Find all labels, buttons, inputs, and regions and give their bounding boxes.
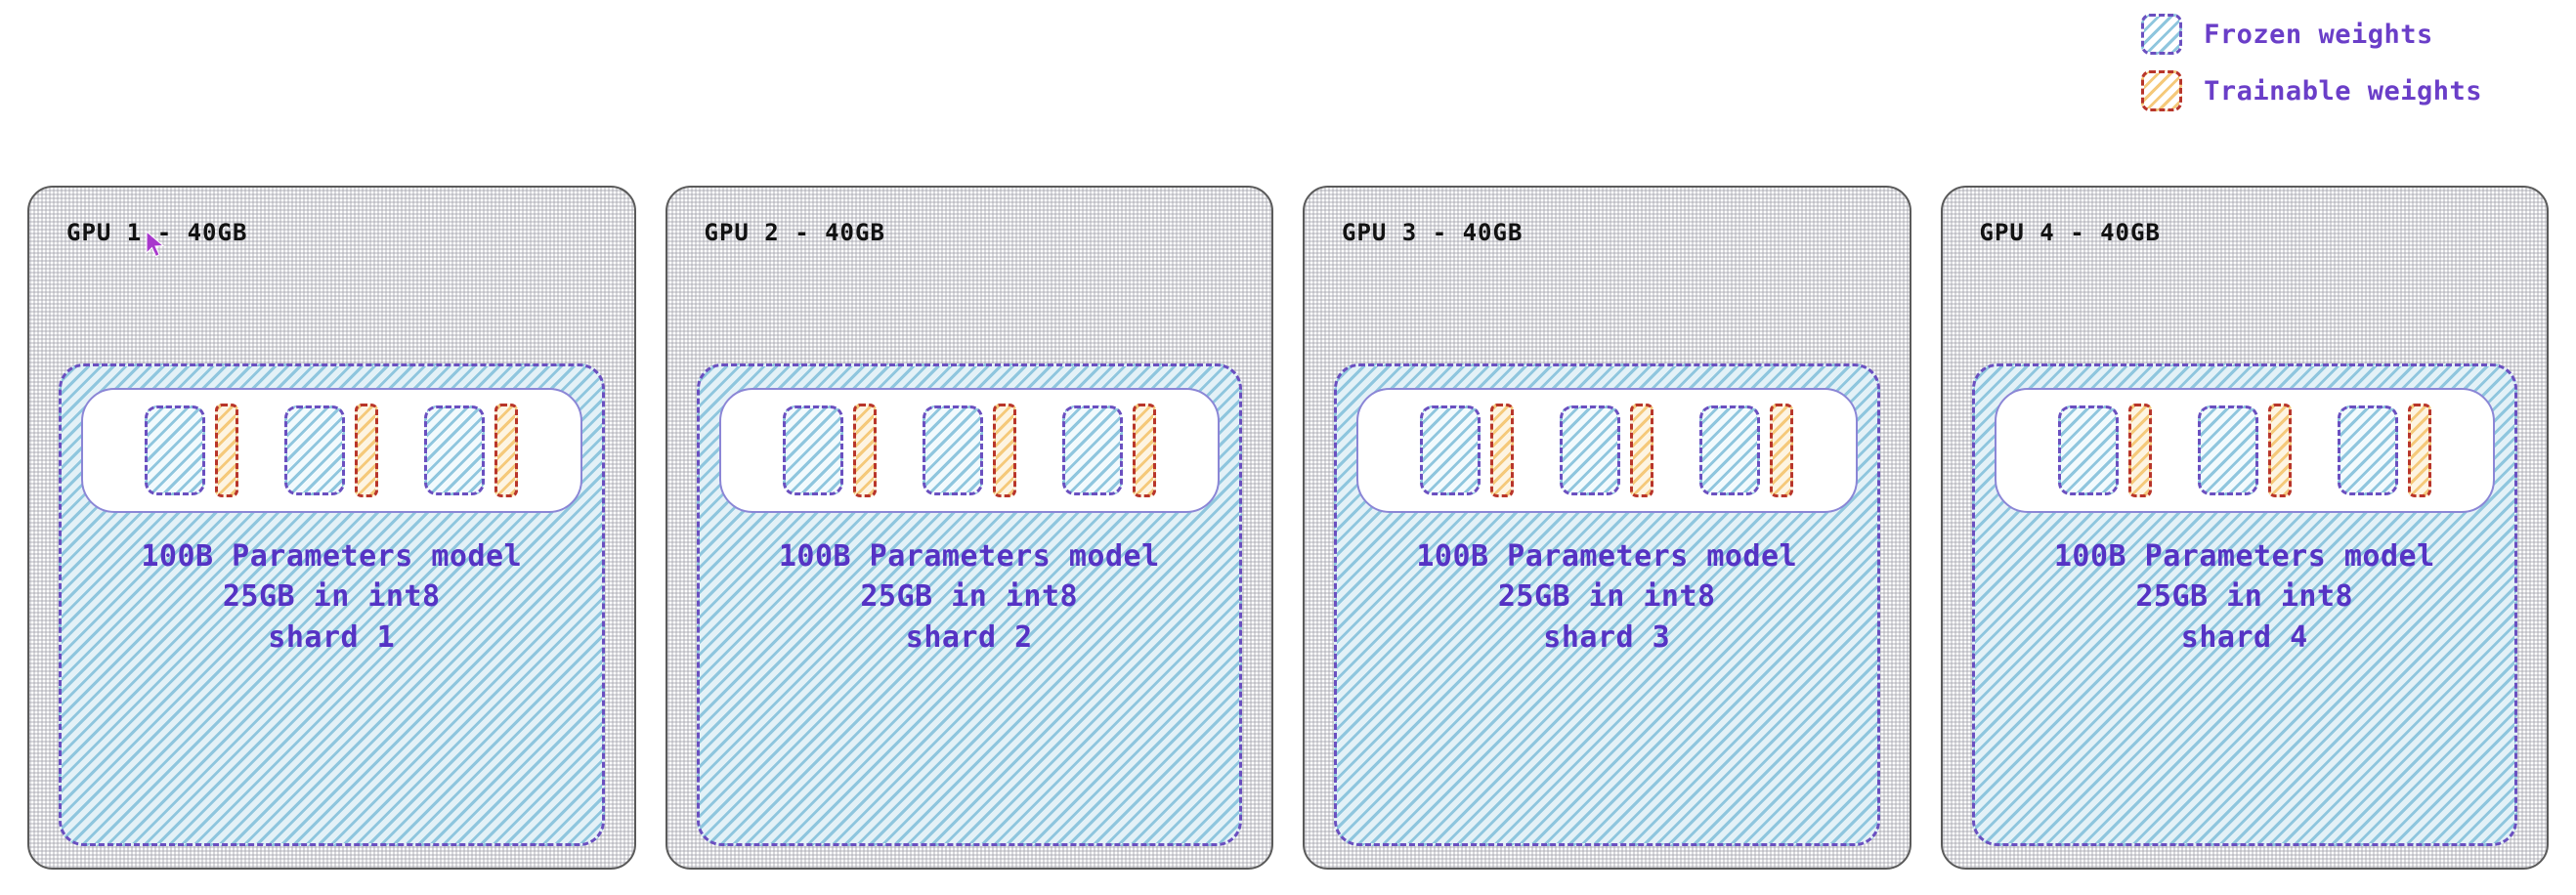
gpu-title-2: GPU 2 - 40GB (704, 219, 885, 246)
trainable-weight-block (1770, 404, 1794, 497)
frozen-weight-block (2197, 405, 2258, 495)
model-caption-1: 100B Parameters model 25GB in int8 shard… (141, 539, 523, 655)
gpu-panel-3: GPU 3 - 40GB 100B Parameters model 25GB … (1303, 186, 1911, 870)
layer-pair (1560, 390, 1654, 511)
frozen-weight-block (1420, 405, 1481, 495)
gpu-panel-1: GPU 1 - 40GB 100B Parameters model 25GB … (27, 186, 636, 870)
model-shard-box-3: 100B Parameters model 25GB in int8 shard… (1334, 363, 1880, 846)
trainable-weight-block (215, 404, 239, 497)
layer-pair (2337, 390, 2431, 511)
legend-item-frozen: Frozen weights (2141, 14, 2433, 55)
trainable-weight-block (992, 404, 1016, 497)
layer-pair (1699, 390, 1794, 511)
layers-container-1 (81, 388, 582, 513)
model-caption-4: 100B Parameters model 25GB in int8 shard… (2053, 539, 2435, 655)
model-caption-2: 100B Parameters model 25GB in int8 shard… (778, 539, 1160, 655)
model-caption-3: 100B Parameters model 25GB in int8 shard… (1416, 539, 1798, 655)
layer-pair (922, 390, 1016, 511)
trainable-weight-block (355, 404, 379, 497)
frozen-weight-block (1699, 405, 1761, 495)
gpu-title-3: GPU 3 - 40GB (1342, 219, 1524, 246)
trainable-weights-swatch-icon (2141, 70, 2183, 111)
layer-pair (1061, 390, 1156, 511)
layer-pair (145, 390, 239, 511)
layer-pair (424, 390, 519, 511)
frozen-weight-block (424, 405, 486, 495)
frozen-weight-block (284, 405, 346, 495)
layer-pair (2197, 390, 2292, 511)
layers-container-3 (1356, 388, 1858, 513)
frozen-weights-swatch-icon (2141, 14, 2183, 55)
gpu-panel-4: GPU 4 - 40GB 100B Parameters model 25GB … (1940, 186, 2549, 870)
trainable-weight-block (852, 404, 877, 497)
layers-container-4 (1994, 388, 2495, 513)
trainable-weight-block (1490, 404, 1515, 497)
gpu-title-1: GPU 1 - 40GB (66, 219, 248, 246)
legend-label-frozen: Frozen weights (2204, 19, 2433, 50)
frozen-weight-block (2057, 405, 2119, 495)
frozen-weight-block (782, 405, 843, 495)
frozen-weight-block (1560, 405, 1621, 495)
frozen-weight-block (922, 405, 983, 495)
gpu-row: GPU 1 - 40GB 100B Parameters model 25GB … (27, 186, 2549, 870)
legend: Frozen weights Trainable weights (2141, 14, 2482, 111)
model-shard-box-4: 100B Parameters model 25GB in int8 shard… (1971, 363, 2517, 846)
trainable-weight-block (1630, 404, 1654, 497)
trainable-weight-block (2267, 404, 2292, 497)
layer-pair (782, 390, 877, 511)
legend-item-trainable: Trainable weights (2141, 70, 2482, 111)
frozen-weight-block (2337, 405, 2398, 495)
legend-label-trainable: Trainable weights (2204, 75, 2482, 107)
trainable-weight-block (2407, 404, 2431, 497)
model-shard-box-2: 100B Parameters model 25GB in int8 shard… (696, 363, 1242, 846)
frozen-weight-block (145, 405, 206, 495)
gpu-panel-2: GPU 2 - 40GB 100B Parameters model 25GB … (665, 186, 1273, 870)
trainable-weight-block (2127, 404, 2152, 497)
model-shard-box-1: 100B Parameters model 25GB in int8 shard… (59, 363, 605, 846)
layer-pair (284, 390, 379, 511)
trainable-weight-block (1132, 404, 1156, 497)
gpu-title-4: GPU 4 - 40GB (1979, 219, 2161, 246)
frozen-weight-block (1061, 405, 1123, 495)
layer-pair (1420, 390, 1515, 511)
trainable-weight-block (494, 404, 519, 497)
layers-container-2 (718, 388, 1220, 513)
layer-pair (2057, 390, 2152, 511)
